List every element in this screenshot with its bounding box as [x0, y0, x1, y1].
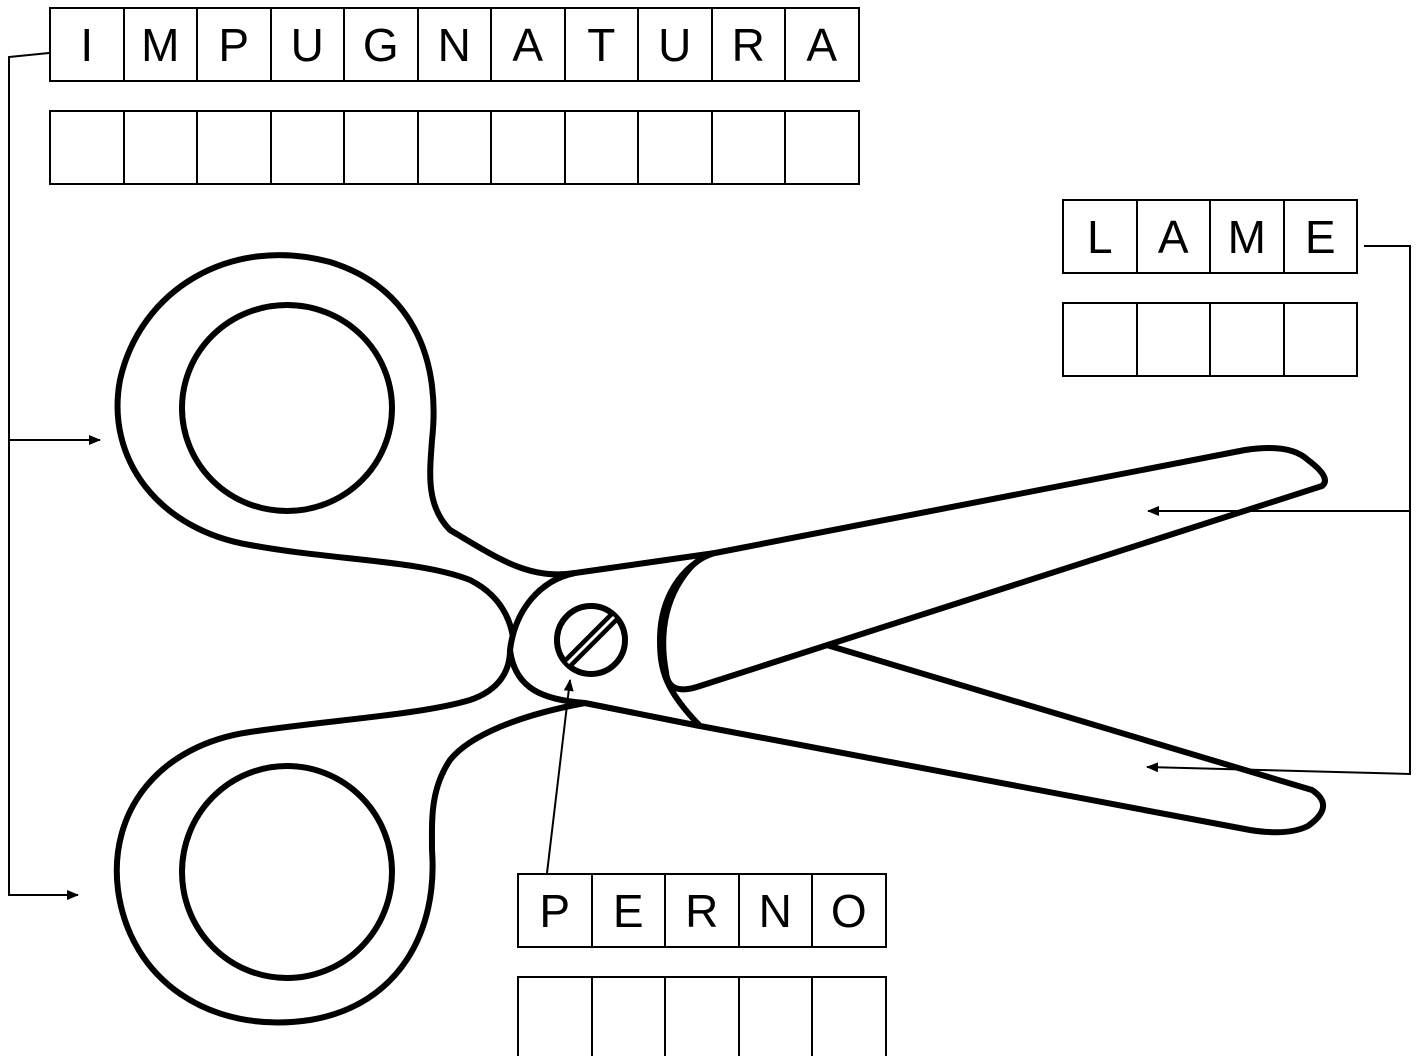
- letter-cell: E: [590, 873, 666, 948]
- letter-cell: M: [122, 7, 198, 82]
- letter-cell: U: [269, 7, 345, 82]
- letter-cell: M: [1209, 199, 1285, 274]
- upper-finger-hole: [179, 302, 395, 514]
- letter-cell: L: [1062, 199, 1138, 274]
- letter-cell: A: [490, 7, 566, 82]
- impugnatura-letter-row: I M P U G N A T U R A: [49, 7, 860, 82]
- lower-finger-hole: [179, 763, 395, 981]
- answer-cell[interactable]: [664, 976, 740, 1056]
- letter-cell: N: [416, 7, 492, 82]
- answer-cell[interactable]: [269, 110, 345, 185]
- perno-connector: [546, 679, 574, 874]
- answer-cell[interactable]: [811, 976, 887, 1056]
- answer-cell[interactable]: [490, 110, 566, 185]
- answer-cell[interactable]: [1135, 302, 1211, 377]
- letter-cell: U: [637, 7, 713, 82]
- letter-cell: P: [196, 7, 272, 82]
- perno-letter-row: P E R N O: [517, 873, 887, 948]
- lame-blank-row: [1062, 302, 1358, 377]
- lame-letter-row: L A M E: [1062, 199, 1358, 274]
- letter-cell: O: [811, 873, 887, 948]
- answer-cell[interactable]: [590, 976, 666, 1056]
- answer-cell[interactable]: [196, 110, 272, 185]
- answer-cell[interactable]: [49, 110, 125, 185]
- answer-cell[interactable]: [1062, 302, 1138, 377]
- letter-cell: R: [664, 873, 740, 948]
- letter-cell: A: [1135, 199, 1211, 274]
- answer-cell[interactable]: [416, 110, 492, 185]
- answer-cell[interactable]: [784, 110, 860, 185]
- answer-cell[interactable]: [710, 110, 786, 185]
- letter-cell: N: [737, 873, 813, 948]
- letter-cell: G: [343, 7, 419, 82]
- answer-cell[interactable]: [1282, 302, 1358, 377]
- upper-blade: [660, 445, 1328, 693]
- letter-cell: I: [49, 7, 125, 82]
- impugnatura-blank-row: [49, 110, 860, 185]
- answer-cell[interactable]: [517, 976, 593, 1056]
- letter-cell: T: [563, 7, 639, 82]
- answer-cell[interactable]: [563, 110, 639, 185]
- letter-cell: R: [710, 7, 786, 82]
- answer-cell[interactable]: [343, 110, 419, 185]
- impugnatura-connector: [8, 52, 101, 900]
- lame-connector: [1146, 245, 1411, 776]
- perno-blank-row: [517, 976, 887, 1056]
- answer-cell[interactable]: [637, 110, 713, 185]
- letter-cell: A: [784, 7, 860, 82]
- letter-cell: E: [1282, 199, 1358, 274]
- answer-cell[interactable]: [737, 976, 813, 1056]
- answer-cell[interactable]: [122, 110, 198, 185]
- answer-cell[interactable]: [1209, 302, 1285, 377]
- letter-cell: P: [517, 873, 593, 948]
